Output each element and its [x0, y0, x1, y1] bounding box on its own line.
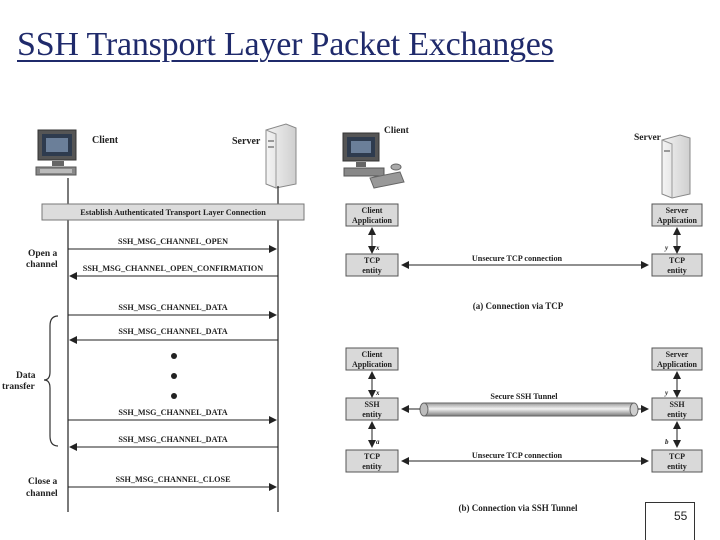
svg-text:SSH: SSH [364, 400, 380, 409]
ellipsis-dot [171, 373, 177, 379]
svg-text:SSH_MSG_CHANNEL_OPEN: SSH_MSG_CHANNEL_OPEN [118, 237, 228, 246]
client-computer-icon [35, 129, 77, 176]
establish-connection-label: Establish Authenticated Transport Layer … [80, 208, 266, 217]
message-5: SSH_MSG_CHANNEL_DATA [68, 408, 277, 424]
svg-text:SSH_MSG_CHANNEL_CLOSE: SSH_MSG_CHANNEL_CLOSE [115, 475, 231, 484]
svg-text:entity: entity [667, 462, 687, 471]
svg-text:entity: entity [362, 462, 382, 471]
svg-text:entity: entity [362, 410, 382, 419]
svg-text:Application: Application [352, 360, 393, 369]
port-b-label: b [665, 438, 669, 446]
tcp-entity-box-b-client: TCP entity [345, 449, 399, 473]
svg-text:entity: entity [362, 266, 382, 275]
client-application-box-a: Client Application [345, 203, 399, 227]
establish-connection-bar [41, 203, 305, 221]
svg-text:Client: Client [362, 350, 383, 359]
data-transfer-label: Data [16, 371, 36, 381]
svg-text:entity: entity [667, 410, 687, 419]
server-label: Server [232, 136, 261, 147]
svg-text:TCP: TCP [669, 452, 685, 461]
svg-text:SSH_MSG_CHANNEL_DATA: SSH_MSG_CHANNEL_DATA [118, 327, 227, 336]
ellipsis-dot [171, 353, 177, 359]
ssh-entity-box-server: SSH entity [651, 397, 703, 421]
page-number: 55 [645, 502, 695, 540]
open-channel-label: Open a [28, 249, 58, 259]
unsecure-tcp-label-a: Unsecure TCP connection [472, 254, 563, 263]
svg-text:Server: Server [666, 350, 689, 359]
ssh-entity-box-client: SSH entity [345, 397, 399, 421]
svg-text:Application: Application [657, 216, 698, 225]
tcp-entity-box-a-server: TCP entity [651, 253, 703, 277]
data-transfer-label-2: transfer [2, 382, 35, 392]
svg-text:TCP: TCP [364, 452, 380, 461]
secure-tunnel-label: Secure SSH Tunnel [490, 392, 558, 401]
close-channel-label: Close a [28, 477, 58, 487]
server-tower-icon [265, 123, 297, 189]
message-6: SSH_MSG_CHANNEL_DATA [69, 435, 278, 451]
message-4: SSH_MSG_CHANNEL_DATA [69, 327, 278, 344]
message-1: SSH_MSG_CHANNEL_OPEN [68, 237, 277, 253]
data-transfer-brace [43, 315, 59, 447]
ssh-tunnel-tube [419, 402, 639, 417]
open-channel-label-2: channel [26, 260, 58, 270]
tcp-entity-box-b-server: TCP entity [651, 449, 703, 473]
port-x-label: x [375, 244, 380, 252]
port-a-label: a [376, 438, 380, 446]
caption-a: (a) Connection via TCP [473, 301, 564, 311]
port-y-label: y [664, 244, 669, 252]
page-title: SSH Transport Layer Packet Exchanges [17, 26, 554, 63]
svg-text:Application: Application [657, 360, 698, 369]
tcp-entity-box-a-client: TCP entity [345, 253, 399, 277]
unsecure-tcp-label-b: Unsecure TCP connection [472, 451, 563, 460]
message-3: SSH_MSG_CHANNEL_DATA [68, 303, 277, 319]
svg-text:SSH_MSG_CHANNEL_DATA: SSH_MSG_CHANNEL_DATA [118, 303, 227, 312]
svg-text:entity: entity [667, 266, 687, 275]
svg-text:SSH_MSG_CHANNEL_OPEN_CONFIRMAT: SSH_MSG_CHANNEL_OPEN_CONFIRMATION [83, 264, 264, 273]
svg-text:SSH: SSH [669, 400, 685, 409]
svg-text:Server: Server [666, 206, 689, 215]
message-7: SSH_MSG_CHANNEL_CLOSE [68, 475, 277, 491]
caption-b: (b) Connection via SSH Tunnel [458, 503, 578, 513]
client-label-right: Client [384, 126, 410, 136]
port-x-label-b: x [375, 389, 380, 397]
svg-text:Client: Client [362, 206, 383, 215]
server-application-box-b: Server Application [651, 347, 703, 371]
ellipsis-dot [171, 393, 177, 399]
client-computer-icon-right [342, 132, 405, 189]
svg-text:TCP: TCP [669, 256, 685, 265]
message-2: SSH_MSG_CHANNEL_OPEN_CONFIRMATION [69, 264, 278, 280]
server-label-right: Server [634, 133, 662, 143]
port-y-label-b: y [664, 389, 669, 397]
svg-text:SSH_MSG_CHANNEL_DATA: SSH_MSG_CHANNEL_DATA [118, 408, 227, 417]
server-application-box-a: Server Application [651, 203, 703, 227]
client-label: Client [92, 135, 119, 146]
close-channel-label-2: channel [26, 489, 58, 499]
server-tower-icon-right [661, 134, 691, 199]
svg-text:Application: Application [352, 216, 393, 225]
svg-text:TCP: TCP [364, 256, 380, 265]
client-application-box-b: Client Application [345, 347, 399, 371]
svg-text:SSH_MSG_CHANNEL_DATA: SSH_MSG_CHANNEL_DATA [118, 435, 227, 444]
